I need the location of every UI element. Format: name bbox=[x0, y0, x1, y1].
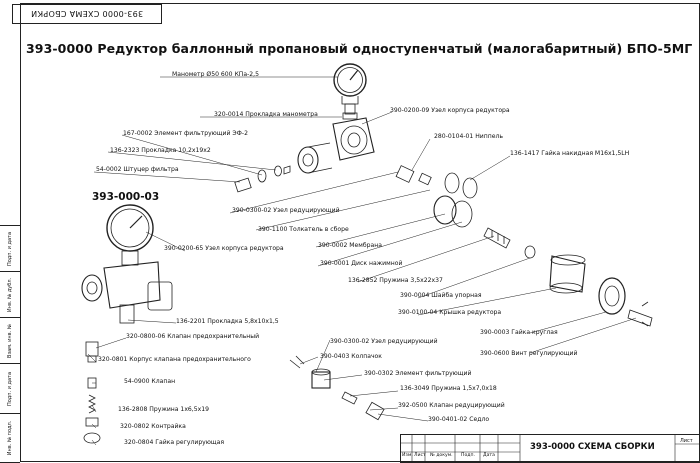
label-pusher: 390-1100 Толкатель в сборе bbox=[258, 226, 349, 233]
label-safety-valve-body: 320-0801 Корпус клапана предохранительно… bbox=[98, 356, 251, 363]
label-adjusting-nut: 320-0804 Гайка регулирующая bbox=[124, 439, 225, 446]
diaphragm-stack bbox=[433, 195, 536, 259]
tb-header-sheet: Лист bbox=[414, 453, 426, 458]
label-round-nut: 390-0003 Гайка круглая bbox=[480, 329, 558, 336]
side-cell-sign-date-1: Подп. и дата bbox=[0, 225, 20, 272]
tb-header-sign: Подп. bbox=[461, 453, 475, 458]
label-thrust-washer: 390-0004 Шайба упорная bbox=[400, 292, 482, 299]
union-nut bbox=[297, 142, 333, 174]
pressure-gauge-main bbox=[333, 63, 367, 115]
label-cap: 390-0403 Колпачок bbox=[320, 353, 382, 360]
label-diaphragm: 390-0002 Мембрана bbox=[318, 242, 382, 249]
label-filter-fitting: 54-0002 Штуцер фильтра bbox=[96, 166, 179, 173]
label-reducing-valve: 392-0500 Клапан редуцирующий bbox=[398, 402, 505, 409]
label-body-assembly-65: 390-0200-65 Узел корпуса редуктора bbox=[164, 245, 284, 252]
label-spring-1x6: 136-2808 Пружина 1х6,5х19 bbox=[118, 406, 209, 413]
label-reducer-cover: 390-0100-04 Крышка редуктора bbox=[398, 309, 502, 316]
label-pressure-gauge: Манометр Ø50 600 КПа-2,5 bbox=[172, 71, 259, 78]
label-valve: 54-0900 Клапан bbox=[124, 378, 176, 385]
label-gasket-10: 136-2323 Прокладка 10,2х19х2 bbox=[110, 147, 211, 154]
label-reducing-unit-1: 390-0300-02 Узел редуцирующий bbox=[232, 207, 340, 214]
label-gauge-gasket: 320-0014 Прокладка манометра bbox=[214, 111, 318, 118]
label-valve-seat: 390-0401-02 Седло bbox=[428, 416, 490, 423]
label-spring-3-5: 136-2852 Пружина 3,5х22х37 bbox=[348, 277, 443, 284]
label-body-assembly: 390-0200-09 Узел корпуса редуктора bbox=[390, 107, 510, 114]
drawing-title: 393-0000 Редуктор баллонный пропановый о… bbox=[26, 41, 693, 56]
variant-assembly bbox=[81, 204, 173, 324]
variant-title: 393-000-03 bbox=[92, 191, 160, 203]
reducer-cover bbox=[549, 254, 626, 315]
adjusting-screw bbox=[627, 301, 653, 327]
label-lock-nut: 320-0802 Контрайка bbox=[120, 423, 186, 430]
label-adjusting-screw: 390-0600 Винт регулирующий bbox=[480, 350, 578, 357]
label-safety-valve: 320-0800-06 Клапан предохранительный bbox=[126, 333, 260, 340]
tb-sheet-label: Лист bbox=[680, 438, 693, 444]
leader-lines bbox=[87, 76, 637, 446]
label-spring-1-5: 136-3049 Пружина 1,5х7,0х18 bbox=[400, 385, 497, 392]
label-nipple: 280-0104-01 Ниппель bbox=[434, 133, 503, 140]
side-cell-replace-inv: Взам. инв. № bbox=[0, 317, 20, 364]
label-gasket-5-8: 136-2201 Прокладка 5,8х10х1,5 bbox=[176, 318, 279, 325]
tb-header-doc-no: № докум. bbox=[430, 453, 453, 458]
side-cell-dup-inv: Инв. № дубл. bbox=[0, 271, 20, 318]
reducer-body-main bbox=[332, 112, 375, 161]
label-filter-element-2: 390-0302 Элемент фильтрующий bbox=[364, 370, 472, 377]
label-union-nut: 136-1417 Гайка накидная М16х1,5LH bbox=[510, 150, 630, 157]
tb-header-change: Изм. bbox=[402, 453, 413, 458]
filter-fitting bbox=[234, 165, 291, 193]
title-block-title: 393-0000 СХЕМА СБОРКИ bbox=[530, 442, 655, 452]
side-cell-sign-date-2: Подп. и дата bbox=[0, 363, 20, 414]
nipple-and-nut bbox=[395, 165, 478, 199]
tb-header-date: Дата bbox=[483, 453, 495, 458]
label-reducing-unit-2: 390-0300-02 Узел редуцирующий bbox=[330, 338, 438, 345]
label-pressure-disk: 390-0001 Диск нажимной bbox=[320, 260, 403, 267]
label-filter-element: 167-0002 Элемент фильтрующий ЭФ-2 bbox=[123, 130, 248, 137]
